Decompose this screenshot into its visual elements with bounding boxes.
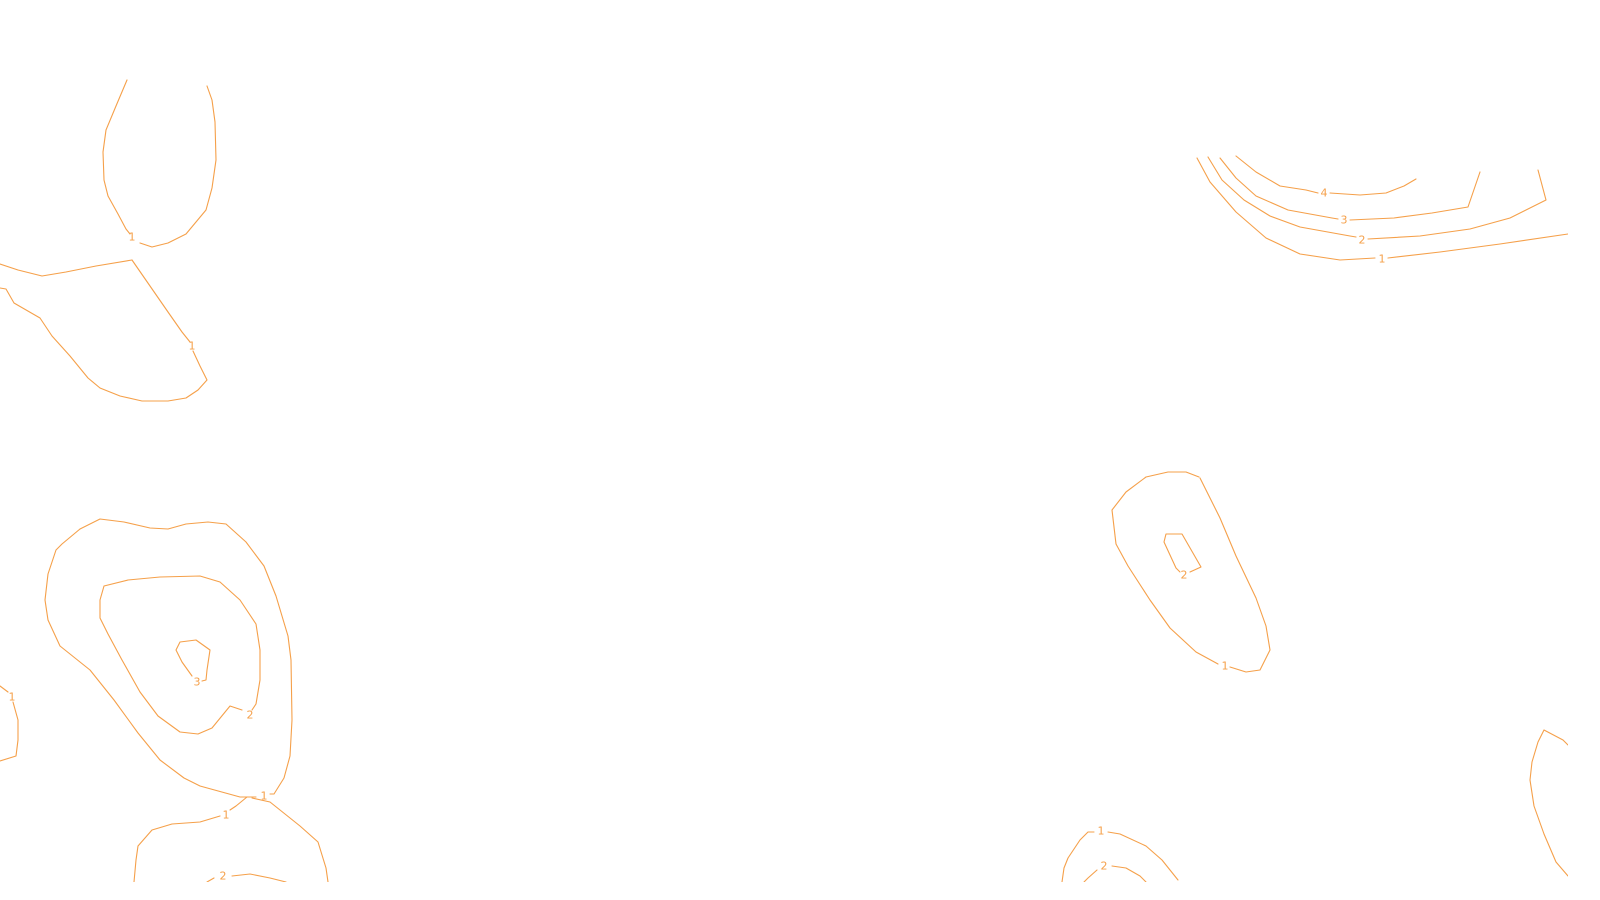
contour-line [1235, 155, 1319, 194]
contour-line [1219, 157, 1339, 220]
contour-line [44, 528, 257, 798]
contour-label: 2 [247, 709, 254, 722]
contour-line [1367, 169, 1547, 240]
contour-line [1196, 157, 1376, 261]
contour-line [1199, 477, 1271, 673]
contour-label: 1 [1379, 253, 1386, 266]
contour-label: 2 [1181, 569, 1188, 582]
contour-line [1349, 171, 1481, 221]
contour-line [1163, 533, 1202, 573]
contour-line [79, 518, 293, 795]
contour-line [251, 797, 329, 882]
contour-line [133, 815, 221, 882]
contour-label: 2 [1359, 234, 1366, 247]
contour-line [231, 873, 287, 882]
contour-line [0, 287, 208, 402]
contour-label: 2 [220, 870, 227, 883]
contour-line [1207, 156, 1357, 238]
contour-line [139, 85, 217, 248]
contour-label: 1 [189, 340, 196, 353]
contour-line [206, 877, 215, 882]
contour-line [1529, 729, 1568, 877]
contour-line [99, 575, 261, 735]
contour-line [0, 701, 19, 762]
contour-line [1107, 831, 1179, 881]
contour-line [1387, 233, 1568, 259]
contour-label: 1 [223, 809, 230, 822]
contour-line [229, 796, 248, 811]
contour-label: 3 [1341, 214, 1348, 227]
contour-line [1111, 865, 1147, 882]
contour-label: 2 [1101, 860, 1108, 873]
contour-line [0, 259, 133, 277]
contour-line [175, 639, 211, 682]
contour-line [0, 685, 9, 693]
contour-line [1111, 471, 1219, 665]
contour-label: 1 [1222, 660, 1229, 673]
contour-line [1061, 831, 1095, 882]
contour-label: 1 [261, 790, 268, 803]
contour-line [1083, 869, 1098, 882]
contour-line [102, 79, 131, 235]
contour-label: 3 [194, 676, 201, 689]
contour-line [1329, 178, 1417, 196]
contour-label: 1 [129, 231, 136, 244]
contour-map[interactable]: 1 1 4 3 2 1 2 1 3 2 1 1 1 2 1 2 [0, 0, 1568, 882]
contour-line [131, 259, 191, 343]
contour-label: 1 [9, 691, 16, 704]
contour-label: 4 [1321, 187, 1328, 200]
contour-label: 1 [1098, 825, 1105, 838]
